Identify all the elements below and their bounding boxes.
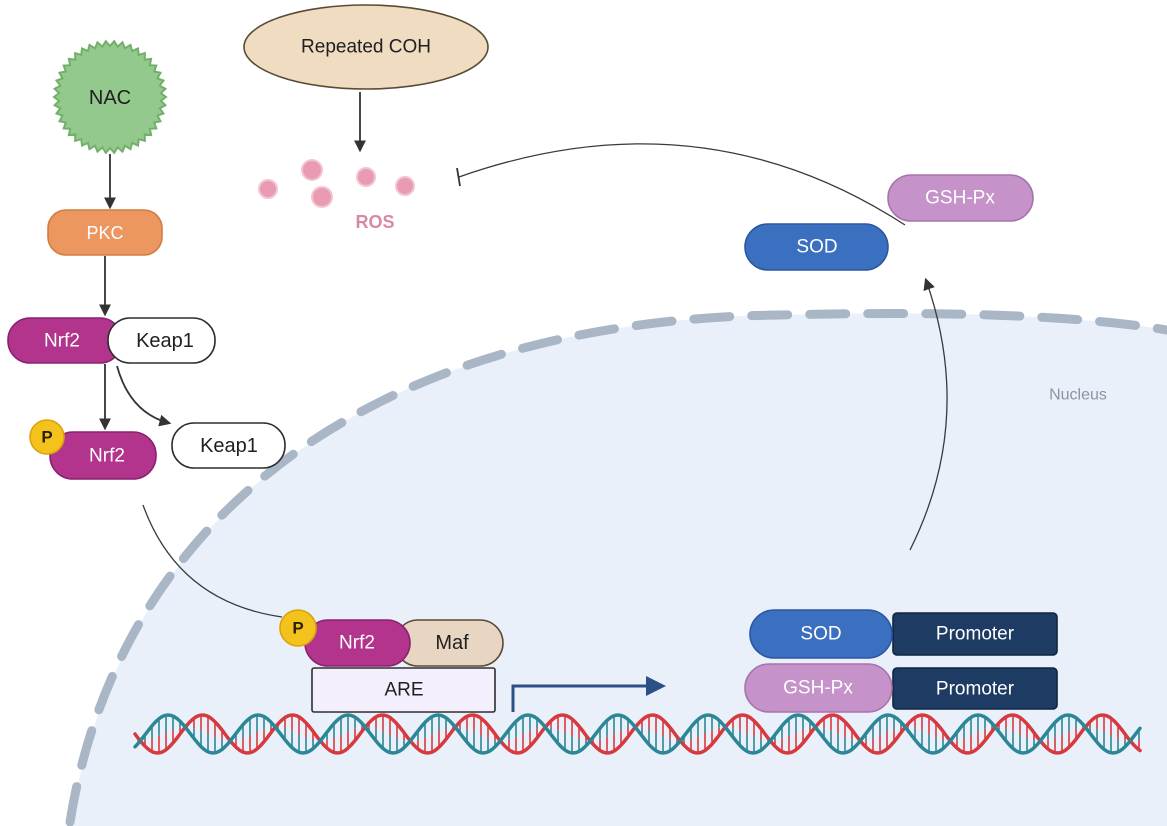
phospho-nrf2-label: Nrf2 xyxy=(89,446,125,467)
dna-strand-teal xyxy=(133,713,1142,755)
nuclear-translocation-line xyxy=(142,504,283,618)
repeated-coh-label: Repeated COH xyxy=(301,37,431,58)
sod-gene-label: SOD xyxy=(800,624,841,645)
pkc-node xyxy=(47,209,163,256)
phospho-nrf2-protein xyxy=(49,431,157,480)
ros-dot xyxy=(301,159,323,181)
repeated-coh-node xyxy=(243,4,489,90)
nuclear-nrf2-label: Nrf2 xyxy=(339,633,375,654)
nuclear-phosphate-label: P xyxy=(292,619,303,638)
complex-nrf2-label: Nrf2 xyxy=(44,331,80,352)
ros-dot xyxy=(356,167,376,187)
sod-gene xyxy=(749,609,893,659)
nucleus-label: Nucleus xyxy=(1049,387,1107,404)
are-label: ARE xyxy=(384,680,423,701)
ros-label: ROS xyxy=(355,212,394,232)
nuclear-phosphate-badge xyxy=(279,609,317,647)
dna-strand-red xyxy=(133,713,1142,755)
nac-node xyxy=(52,39,168,155)
keap1-release-arrow xyxy=(116,365,172,427)
ros-dot xyxy=(311,186,333,208)
ros-dot xyxy=(395,176,415,196)
gsh-px-enzyme xyxy=(887,174,1034,222)
ros-molecules xyxy=(258,159,415,208)
transcription-arrow xyxy=(511,676,666,712)
maf-label: Maf xyxy=(435,632,469,654)
released-keap1-protein xyxy=(171,422,286,469)
nuclear-membrane xyxy=(65,309,1167,826)
inhibition-curve xyxy=(458,143,906,226)
phosphate-badge xyxy=(29,419,65,455)
gsh-px-promoter-label: Promoter xyxy=(936,679,1015,700)
complex-keap1-label: Keap1 xyxy=(136,330,194,352)
sod-promoter-box xyxy=(892,612,1058,656)
gsh-px-enzyme-label: GSH-Px xyxy=(925,188,995,209)
gsh-px-gene-label: GSH-Px xyxy=(783,678,853,699)
complex-keap1-protein xyxy=(107,317,216,364)
released-keap1-label: Keap1 xyxy=(200,435,258,457)
expression-arrow xyxy=(909,277,948,551)
sod-enzyme xyxy=(744,223,889,271)
inhibition-bar xyxy=(456,167,461,187)
dna-double-helix xyxy=(133,713,1142,755)
sod-promoter-label: Promoter xyxy=(936,624,1015,645)
are-box xyxy=(311,667,496,713)
ros-dot xyxy=(258,179,278,199)
nac-label: NAC xyxy=(89,87,131,109)
pkc-label: PKC xyxy=(86,223,123,243)
phosphate-label: P xyxy=(41,428,52,447)
sod-enzyme-label: SOD xyxy=(796,237,837,258)
gsh-px-gene xyxy=(744,663,893,713)
gsh-px-promoter-box xyxy=(892,667,1058,710)
